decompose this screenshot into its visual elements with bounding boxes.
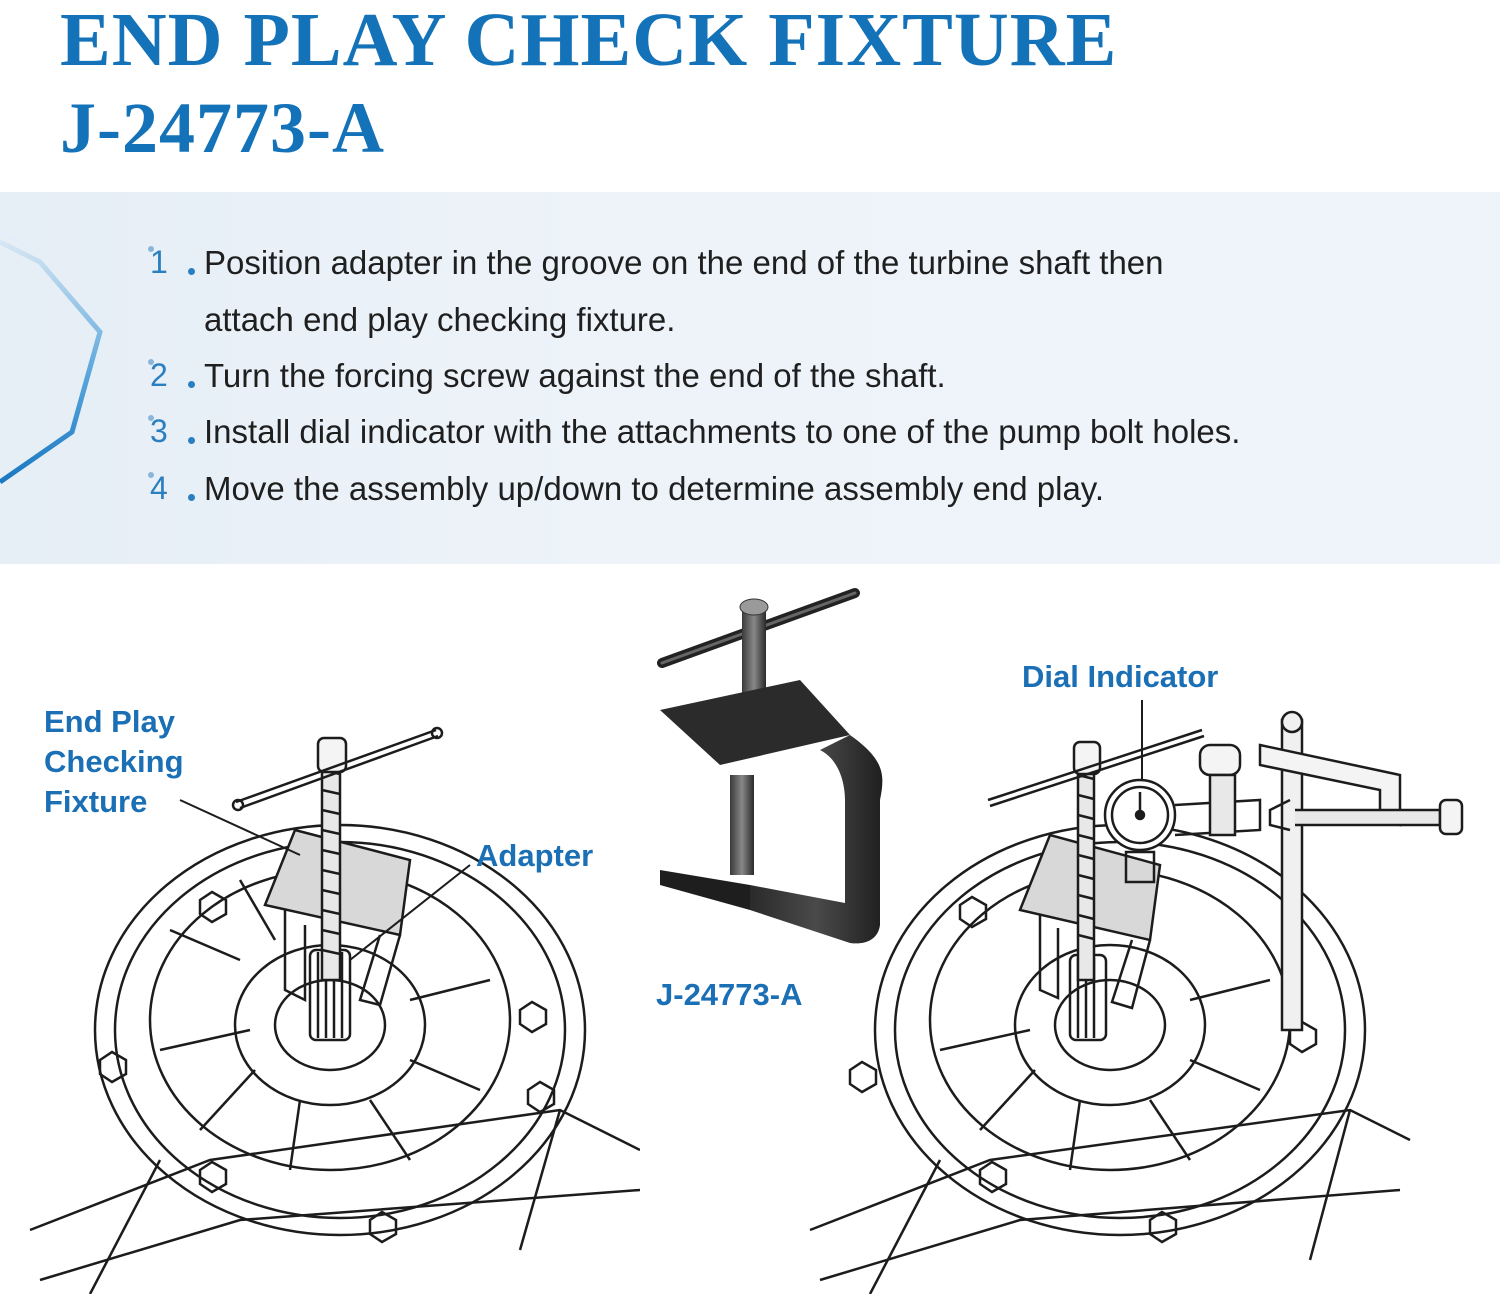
label-line: End Play bbox=[44, 704, 175, 739]
page-title: END PLAY CHECK FIXTURE bbox=[60, 0, 1118, 82]
dial-indicator-label: Dial Indicator bbox=[1022, 659, 1219, 694]
part-number-label: J-24773-A bbox=[656, 977, 803, 1012]
step-number: 3 bbox=[148, 415, 200, 447]
step-text: Turn the forcing screw against the end o… bbox=[204, 357, 946, 394]
step-text: Position adapter in the groove on the en… bbox=[204, 244, 1164, 281]
fixture-installation-illustration bbox=[29, 726, 640, 1294]
step-number: 4 bbox=[148, 472, 200, 504]
end-play-fixture-label: End Play Checking Fixture bbox=[44, 702, 184, 822]
step-number: 2 bbox=[148, 359, 200, 391]
step-text: Move the assembly up/down to determine a… bbox=[204, 470, 1105, 507]
step-number: 1 bbox=[148, 246, 200, 278]
label-line: Fixture bbox=[44, 784, 148, 819]
instructions-panel: 1 Position adapter in the groove on the … bbox=[0, 192, 1500, 564]
step-text-continued: attach end play checking fixture. bbox=[204, 301, 676, 338]
adapter-label: Adapter bbox=[476, 838, 594, 873]
label-line: Checking bbox=[44, 744, 184, 779]
step-text: Install dial indicator with the attachme… bbox=[204, 413, 1241, 450]
part-number-title: J-24773-A bbox=[60, 88, 385, 168]
dial-indicator-illustration bbox=[809, 700, 1464, 1294]
hexagon-decoration-icon bbox=[0, 230, 103, 485]
product-photo bbox=[657, 588, 883, 944]
